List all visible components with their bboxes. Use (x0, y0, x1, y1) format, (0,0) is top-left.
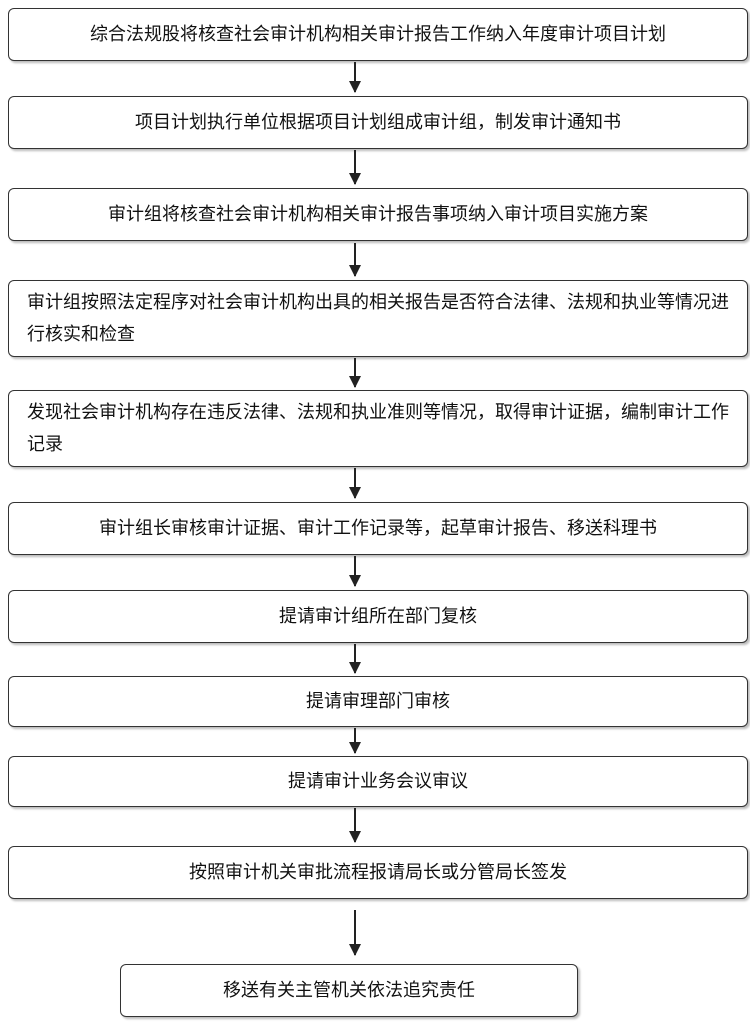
step-10-box: 按照审计机关审批流程报请局长或分管局长签发 (8, 846, 748, 899)
arrow-6-7 (349, 556, 361, 587)
step-1-box: 综合法规股将核查社会审计机构相关审计报告工作纳入年度审计项目计划 (8, 8, 748, 61)
step-6-box: 审计组长审核审计证据、审计工作记录等，起草审计报告、移送科理书 (8, 502, 748, 555)
step-2-box: 项目计划执行单位根据项目计划组成审计组，制发审计通知书 (8, 96, 748, 149)
step-4-text: 审计组按照法定程序对社会审计机构出具的相关报告是否符合法律、法规和执业等情况进行… (27, 291, 729, 345)
arrow-5-6 (349, 468, 361, 499)
arrow-2-3 (349, 150, 361, 185)
step-7-box: 提请审计组所在部门复核 (8, 590, 748, 643)
step-2-text: 项目计划执行单位根据项目计划组成审计组，制发审计通知书 (135, 111, 621, 133)
step-9-box: 提请审计业务会议审议 (8, 756, 748, 807)
step-3-box: 审计组将核查社会审计机构相关审计报告事项纳入审计项目实施方案 (8, 188, 748, 241)
step-5-text: 发现社会审计机构存在违反法律、法规和执业准则等情况，取得审计证据，编制审计工作记… (27, 401, 729, 455)
arrow-10-11 (349, 910, 361, 956)
step-11-box: 移送有关主管机关依法追究责任 (120, 964, 578, 1017)
step-11-text: 移送有关主管机关依法追究责任 (223, 979, 475, 1001)
arrow-7-8 (349, 644, 361, 674)
step-5-box: 发现社会审计机构存在违反法律、法规和执业准则等情况，取得审计证据，编制审计工作记… (8, 390, 748, 467)
step-6-text: 审计组长审核审计证据、审计工作记录等，起草审计报告、移送科理书 (99, 517, 657, 539)
step-10-text: 按照审计机关审批流程报请局长或分管局长签发 (189, 861, 567, 883)
arrow-9-10 (349, 808, 361, 843)
step-1-text: 综合法规股将核查社会审计机构相关审计报告工作纳入年度审计项目计划 (90, 23, 666, 45)
arrow-3-4 (349, 243, 361, 277)
arrow-8-9 (349, 728, 361, 754)
arrow-1-2 (349, 62, 361, 93)
step-8-text: 提请审理部门审核 (306, 690, 450, 712)
arrow-4-5 (349, 358, 361, 388)
step-4-box: 审计组按照法定程序对社会审计机构出具的相关报告是否符合法律、法规和执业等情况进行… (8, 280, 748, 357)
step-7-text: 提请审计组所在部门复核 (279, 605, 477, 627)
step-3-text: 审计组将核查社会审计机构相关审计报告事项纳入审计项目实施方案 (108, 203, 648, 225)
step-9-text: 提请审计业务会议审议 (288, 770, 468, 792)
step-8-box: 提请审理部门审核 (8, 676, 748, 727)
